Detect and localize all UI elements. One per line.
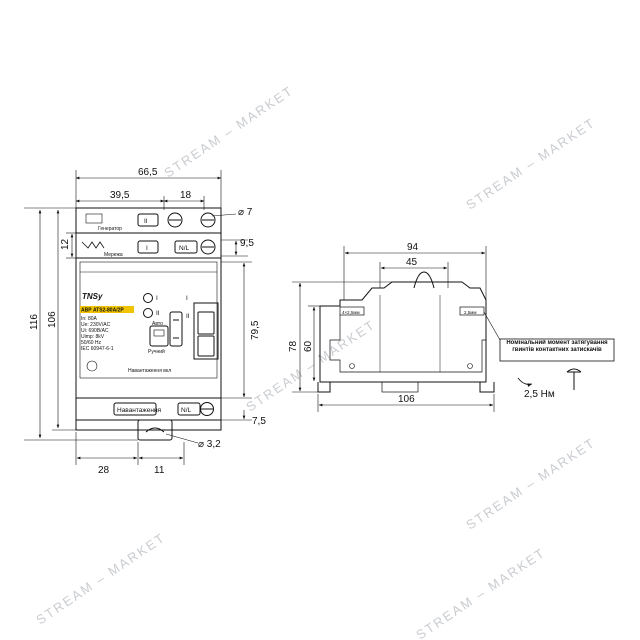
label-top-ii: II bbox=[144, 218, 148, 225]
indicator-i-lamp bbox=[143, 293, 153, 303]
front-panel bbox=[79, 261, 218, 379]
dim-106: 106 bbox=[47, 311, 58, 328]
front-dimension-text: 66,5 39,5 18 ⌀ 7 116 106 12 9,5 79,5 7,5… bbox=[29, 167, 266, 476]
small-knob bbox=[169, 311, 183, 347]
dim-28: 28 bbox=[98, 465, 110, 476]
side-right-tag-text: 2,5мм bbox=[464, 310, 476, 315]
dim-66-5: 66,5 bbox=[138, 167, 158, 178]
mode-selector bbox=[149, 325, 169, 347]
bottom-load-label: Навантаження bbox=[117, 407, 162, 414]
dim-106-side: 106 bbox=[398, 394, 415, 405]
din-clip bbox=[137, 419, 173, 441]
dim-dia-3-2: ⌀ 3,2 bbox=[198, 439, 221, 450]
load-on-label: Навантаження вкл bbox=[128, 368, 171, 374]
mains-icon bbox=[81, 241, 105, 249]
dim-11: 11 bbox=[154, 465, 165, 476]
dim-79-5: 79,5 bbox=[250, 320, 261, 340]
spec-0: In: 80A bbox=[81, 316, 98, 322]
spec-2: Ui: 690B/AC bbox=[81, 328, 109, 334]
generator-icon bbox=[85, 213, 103, 224]
main-switch bbox=[193, 302, 219, 360]
label-mains: Мережа bbox=[104, 252, 123, 258]
torque-value: 2,5 Нм bbox=[524, 389, 555, 400]
front-view-text: Генератор II I N/L Мережа TNSy АВР ATS2-… bbox=[80, 218, 192, 414]
bottom-screws bbox=[113, 402, 214, 416]
top-screws bbox=[137, 212, 216, 255]
label-generator: Генератор bbox=[98, 226, 122, 232]
mode-auto-label: Авто bbox=[152, 321, 163, 327]
torque-arrow bbox=[517, 377, 533, 387]
bottom-nl-label: N/L bbox=[181, 407, 192, 414]
dim-94: 94 bbox=[407, 242, 419, 253]
watermark-2: STREAM – MARKET bbox=[463, 115, 598, 213]
switch-i-label: I bbox=[186, 295, 188, 302]
dim-dia-7: ⌀ 7 bbox=[238, 207, 253, 218]
dim-7-5: 7,5 bbox=[252, 416, 266, 427]
indicator-ii-label: II bbox=[156, 310, 160, 317]
dim-60: 60 bbox=[303, 340, 314, 352]
model-band bbox=[80, 306, 134, 313]
label-top-nl: N/L bbox=[179, 245, 190, 252]
dim-45: 45 bbox=[406, 257, 418, 268]
side-right-foot bbox=[479, 382, 495, 393]
screw-icon bbox=[566, 368, 582, 390]
earth-symbol bbox=[86, 360, 98, 372]
indicator-ii-lamp bbox=[143, 308, 153, 318]
side-dimensions bbox=[292, 246, 501, 412]
dim-9-5: 9,5 bbox=[240, 238, 254, 249]
mode-manual-label: Ручний bbox=[148, 348, 165, 355]
watermark-6: STREAM – MARKET bbox=[413, 545, 548, 640]
side-right-tag bbox=[459, 306, 485, 316]
front-view bbox=[75, 207, 222, 441]
side-body-outline bbox=[319, 281, 487, 383]
label-top-i: I bbox=[146, 245, 148, 252]
side-dimension-text: 94 45 78 60 106 4×2,5мм 2,5мм bbox=[288, 242, 476, 405]
dim-18: 18 bbox=[180, 190, 192, 201]
torque-note-box bbox=[499, 338, 615, 362]
watermark-1: STREAM – MARKET bbox=[161, 83, 296, 181]
spec-3: Uimp: 8kV bbox=[81, 334, 105, 340]
side-view bbox=[317, 271, 495, 393]
watermark-4: STREAM – MARKET bbox=[463, 435, 598, 533]
side-left-tag bbox=[339, 306, 365, 316]
model-label: АВР ATS2-80A/2P bbox=[81, 308, 124, 314]
spec-4: 50/60 Hz bbox=[81, 340, 102, 346]
switch-ii-label: II bbox=[186, 313, 190, 320]
side-left-tag-text: 4×2,5мм bbox=[342, 310, 360, 315]
torque-note-text: Номінальний момент затягування гвинтів к… bbox=[506, 340, 608, 353]
spec-5: IEC 60947-6-1 bbox=[81, 346, 114, 352]
side-handle bbox=[413, 271, 435, 289]
dim-39-5: 39,5 bbox=[110, 190, 130, 201]
dim-12: 12 bbox=[60, 238, 71, 250]
watermark-5: STREAM – MARKET bbox=[33, 530, 168, 628]
side-left-foot bbox=[317, 382, 331, 393]
front-dimensions bbox=[24, 170, 252, 465]
spec-1: Ue: 230V/AC bbox=[81, 322, 111, 328]
torque-note: Номінальний момент затягування гвинтів к… bbox=[499, 338, 615, 400]
brand-logo: TNSy bbox=[82, 292, 103, 301]
dim-116: 116 bbox=[29, 314, 40, 330]
watermark-3: STREAM – MARKET bbox=[243, 317, 378, 415]
indicator-i-label: I bbox=[156, 295, 158, 302]
dim-78: 78 bbox=[288, 340, 299, 352]
